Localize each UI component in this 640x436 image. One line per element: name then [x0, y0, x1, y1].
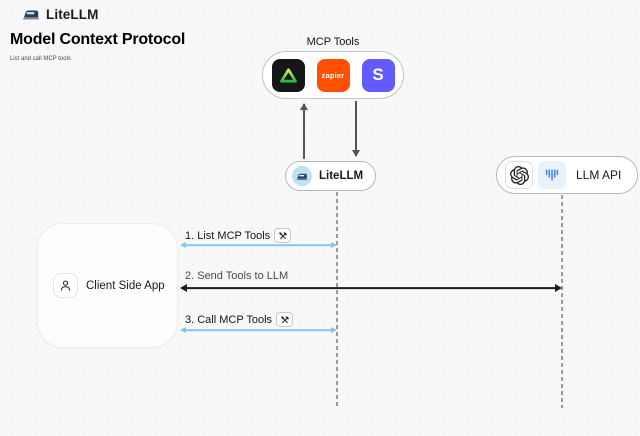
tools-icon [274, 228, 292, 243]
brand-name: LiteLLM [46, 7, 99, 22]
flow-2-text: 2. Send Tools to LLM [185, 270, 289, 282]
flow-3-label: 3. Call MCP Tools [185, 312, 294, 327]
tools-icon [276, 312, 294, 327]
triangle-tool-icon [271, 58, 305, 92]
flow-2-arrow [180, 284, 562, 292]
llm-provider-icon [538, 161, 566, 189]
mcp-tools-label: MCP Tools [306, 36, 360, 48]
flow-3-arrow [180, 326, 337, 334]
litellm-logo-icon [22, 8, 40, 21]
flow-1-text: 1. List MCP Tools [185, 229, 271, 242]
stripe-icon: S [361, 58, 395, 92]
node-client-side-app: Client Side App [37, 223, 178, 348]
brand: LiteLLM [22, 7, 98, 22]
litellm-node-icon [292, 166, 312, 186]
arrow-litellm-to-mcptools [299, 103, 308, 159]
node-litellm: LiteLLM [285, 161, 376, 191]
arrow-mcptools-to-litellm [351, 101, 360, 157]
flow-2-label: 2. Send Tools to LLM [185, 270, 288, 282]
stripe-letter: S [372, 65, 384, 84]
llm-api-node-label: LLM API [576, 168, 622, 182]
page-title: Model Context Protocol [10, 31, 186, 48]
user-icon [53, 273, 78, 298]
client-node-label: Client Side App [86, 279, 165, 292]
flow-3-text: 3. Call MCP Tools [185, 313, 273, 326]
node-llm-api: LLM API [496, 156, 638, 194]
page-subtitle: List and call MCP tools [10, 56, 71, 62]
llm-api-lifeline [561, 195, 563, 408]
mcp-tools-group: zapier S [262, 51, 404, 99]
zapier-icon: zapier [316, 58, 350, 92]
openai-icon [505, 161, 533, 189]
flow-1-label: 1. List MCP Tools [185, 228, 292, 243]
litellm-lifeline [336, 192, 338, 408]
flow-1-arrow [180, 241, 337, 249]
litellm-node-label: LiteLLM [319, 170, 364, 182]
zapier-wordmark: zapier [321, 70, 345, 80]
